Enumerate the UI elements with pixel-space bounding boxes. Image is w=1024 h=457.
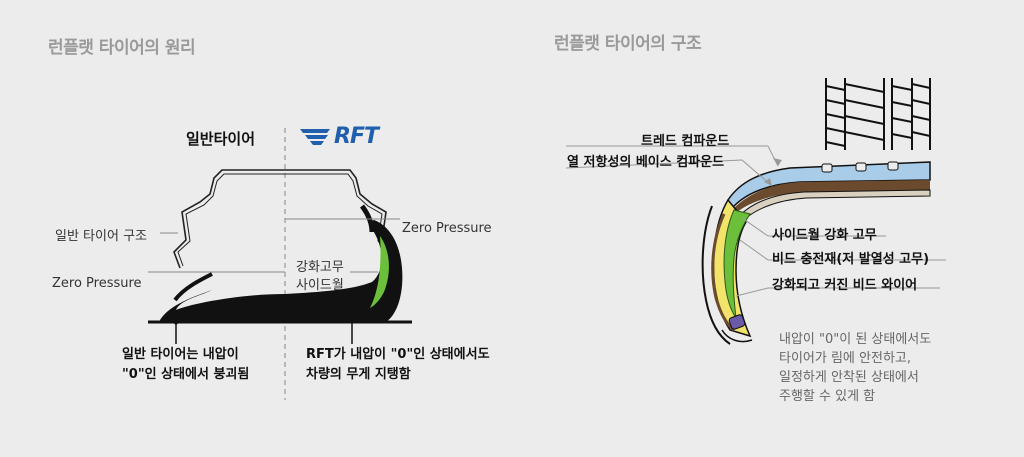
rft-tire-body — [285, 220, 403, 322]
leader-sidewall-rubber — [741, 217, 769, 237]
caption-rft: RFT가 내압이 "0"인 상태에서도 차량의 무게 지탱함 — [306, 347, 490, 382]
label-bead-wire: 강화되고 커진 비드 와이어 — [772, 278, 918, 293]
carcass-ply — [711, 213, 735, 332]
label-normal-tire-structure: 일반 타이어 구조 — [55, 229, 147, 244]
label-base-compound: 열 저항성의 베이스 컴파운드 — [567, 155, 725, 170]
collapsed-sidewall-left — [173, 272, 213, 302]
leader-bead-wire — [735, 287, 769, 297]
leader-bead-filler — [739, 239, 769, 261]
collapsed-tire-left — [160, 290, 285, 322]
label-zero-pressure-left: Zero Pressure — [52, 276, 142, 291]
bead-wire-icon — [728, 314, 746, 330]
caption-normal-tire: 일반 타이어는 내압이 "0"인 상태에서 붕괴됨 — [122, 347, 250, 382]
label-reinforced-rubber: 강화고무 — [296, 260, 344, 275]
left-section-title: 런플랫 타이어의 원리 — [48, 38, 196, 58]
label-sidewall-reinforcement: 사이드월 강화 고무 — [772, 228, 877, 243]
structure-note: 내압이 "0"이 된 상태에서도 타이어가 림에 안전하고, 일정하게 안착된 … — [779, 332, 932, 404]
label-zero-pressure-right: Zero Pressure — [402, 221, 492, 236]
rft-logo-text: RFT — [334, 124, 379, 149]
rft-reinforced-sidewall — [370, 236, 389, 308]
sidewall-outer-edge — [701, 205, 731, 345]
right-section-title: 런플랫 타이어의 구조 — [554, 34, 702, 54]
label-bead-filler: 비드 충전재(저 발열성 고무) — [772, 252, 930, 267]
label-tread-compound: 트레드 컴파운드 — [641, 134, 730, 149]
normal-tire-header: 일반타이어 — [186, 130, 256, 148]
rft-bead — [359, 204, 375, 233]
label-sidewall: 사이드월 — [296, 278, 344, 293]
base-compound-layer — [730, 180, 930, 218]
tread-pattern-icon — [825, 78, 931, 150]
